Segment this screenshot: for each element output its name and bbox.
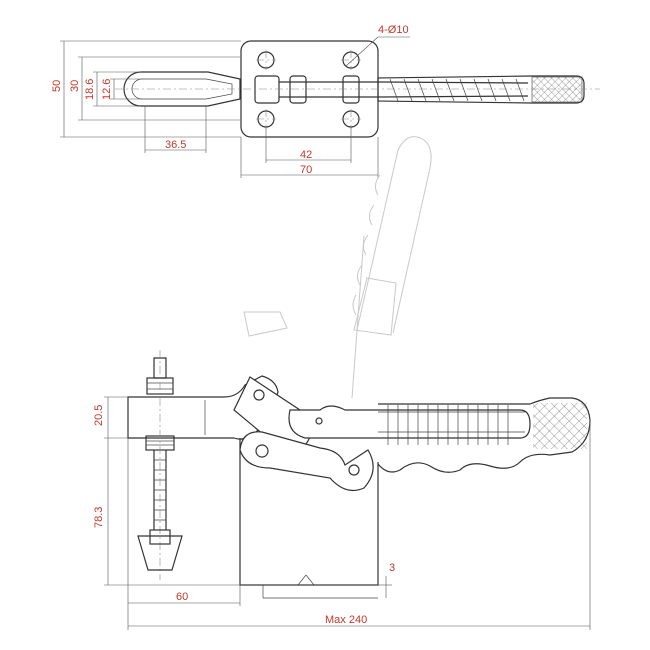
top-arm-slot [131,78,233,100]
dim-spindle-offset-20-5: 20.5 [93,405,105,426]
dim-base-offset-3: 3 [389,562,395,574]
open-position-ghost [243,136,432,399]
top-pivot-block-mid [289,75,307,104]
top-view-dimension-lines [60,36,410,178]
dim-base-width-70: 70 [300,164,312,176]
dim-height-30: 30 [69,80,81,92]
side-view [104,350,591,630]
side-spindle-nut-bottom [149,529,171,545]
side-view-dimension-lines [104,396,591,630]
dim-spindle-height-78-3: 78.3 [93,507,105,528]
side-rubber-tip [137,535,183,571]
dim-height-12-6: 12.6 [101,79,113,100]
dim-length-36-5: 36.5 [165,139,186,151]
dim-height-18-6: 18.6 [84,79,96,100]
dimension-labels: 4-Ø10 50 30 18.6 12.6 36.5 42 70 20.5 78… [51,24,409,626]
dim-hole-spacing-42: 42 [300,149,312,161]
side-handle-grip [377,397,591,473]
dim-reach-60: 60 [176,591,188,603]
top-handle-bar [279,81,529,98]
side-grip-knurl [533,403,587,449]
top-handle-grip [377,75,585,104]
top-clamp-arm [123,71,241,107]
top-pivot-block-right [342,75,360,104]
side-link-lower [239,431,374,491]
side-handle-lever [288,405,531,439]
top-pivot-block-left [254,75,280,104]
dim-height-50: 50 [51,80,63,92]
dim-max-length: Max 240 [325,614,367,626]
dim-hole-spec: 4-Ø10 [378,24,409,36]
side-grip-finger-slots [378,405,525,445]
top-view [60,36,600,178]
top-grip-knurl [531,76,583,103]
